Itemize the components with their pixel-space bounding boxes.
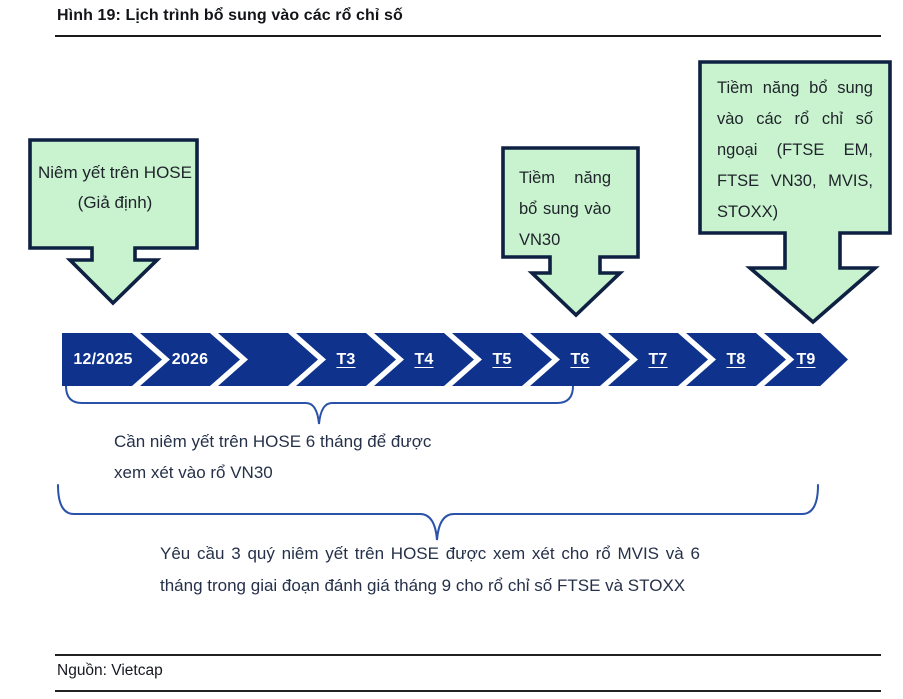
chevron-label: T3 bbox=[336, 350, 356, 368]
figure-title: Hình 19: Lịch trình bổ sung vào các rổ c… bbox=[57, 7, 403, 24]
annotation-vn30: Cần niêm yết trên HOSE 6 tháng để được x… bbox=[114, 432, 432, 482]
annotation-foreign: Yêu cầu 3 quý niêm yết trên HOSE được xe… bbox=[160, 544, 700, 595]
callout-text-vn30: Tiềm năng bổ sung vào VN30 bbox=[519, 169, 611, 249]
chevron-label: 12/2025 bbox=[73, 350, 133, 368]
chevron-label: T8 bbox=[726, 350, 746, 368]
callout-bubble-foreign bbox=[698, 60, 892, 325]
chevron-label: T4 bbox=[414, 350, 434, 368]
chevron-label: T9 bbox=[796, 350, 816, 368]
brace-vn30 bbox=[65, 385, 574, 425]
chevron-label: T6 bbox=[570, 350, 590, 368]
source-label: Nguồn: Vietcap bbox=[57, 662, 163, 679]
callout-bubble-vn30 bbox=[501, 146, 640, 318]
title-underline bbox=[55, 35, 881, 37]
callout-bubble-hose bbox=[28, 138, 199, 306]
chevron-label: T5 bbox=[492, 350, 512, 368]
chevron-label: T7 bbox=[648, 350, 668, 368]
callout-text-hose: Niêm yết trên HOSE (Giả định) bbox=[38, 163, 192, 212]
brace-foreign bbox=[57, 484, 819, 541]
source-divider-top bbox=[55, 654, 881, 656]
source-divider-bottom bbox=[55, 690, 881, 692]
chevron-label: 2026 bbox=[171, 350, 209, 368]
callout-text-foreign: Tiềm năng bổ sung vào các rổ chỉ số ngoạ… bbox=[717, 79, 873, 221]
